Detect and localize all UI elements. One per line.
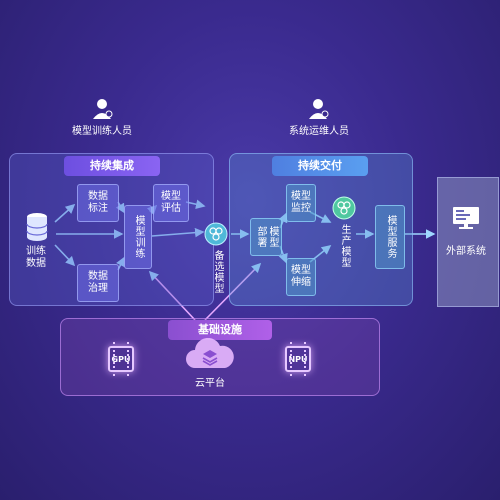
model-training-box: 模型训练 bbox=[124, 205, 152, 269]
npu-label: NPU bbox=[288, 354, 308, 364]
npu-chip-icon: NPU bbox=[285, 342, 311, 376]
production-model-label: 生产模型 bbox=[339, 224, 350, 268]
cloud-platform-label: 云平台 bbox=[195, 378, 225, 389]
continuous-integration-title: 持续集成 bbox=[64, 156, 160, 176]
candidate-model-icon bbox=[204, 222, 228, 246]
gpu-chip-icon: GPU bbox=[108, 342, 134, 376]
external-system-label: 外部系统 bbox=[446, 246, 486, 257]
production-model-icon bbox=[332, 196, 356, 220]
candidate-model-label: 备选模型 bbox=[212, 250, 223, 294]
training-data-label: 训练 数据 bbox=[26, 246, 46, 269]
cloud-platform-icon bbox=[186, 338, 234, 368]
gpu-label: GPU bbox=[111, 354, 131, 364]
model-service-box: 模型服务 bbox=[375, 205, 405, 269]
model-scaling-box: 模型 伸缩 bbox=[286, 258, 316, 296]
ops-role-label: 系统运维人员 bbox=[289, 126, 349, 137]
data-labeling-box: 数据 标注 bbox=[77, 184, 119, 222]
continuous-delivery-title: 持续交付 bbox=[272, 156, 368, 176]
model-evaluation-box: 模型 评估 bbox=[153, 184, 189, 222]
trainer-user-icon bbox=[93, 99, 113, 119]
external-system-panel bbox=[437, 177, 499, 307]
model-deployment-box: 模型 部署 bbox=[250, 218, 282, 256]
infrastructure-title: 基础设施 bbox=[168, 320, 272, 340]
model-monitoring-box: 模型 监控 bbox=[286, 184, 316, 222]
monitor-icon bbox=[453, 207, 479, 229]
trainer-role-label: 模型训练人员 bbox=[72, 126, 132, 137]
ops-user-icon bbox=[309, 99, 329, 119]
data-governance-box: 数据 治理 bbox=[77, 264, 119, 302]
database-icon bbox=[26, 213, 48, 241]
